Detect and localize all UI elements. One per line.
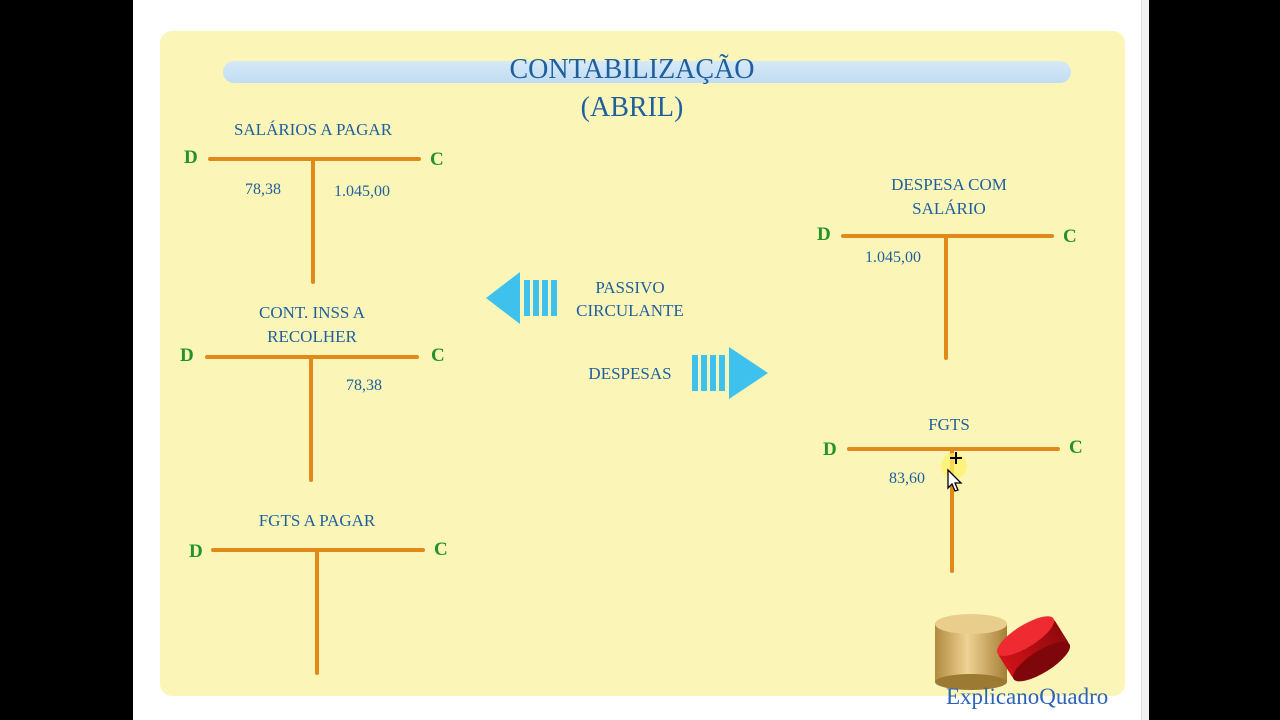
account-label-fgts-a-pagar: FGTS A PAGAR	[258, 511, 376, 530]
credit-letter: C	[1069, 437, 1083, 458]
arrow-left-icon	[484, 270, 564, 326]
debit-letter: D	[817, 224, 831, 245]
logo-cylinder-icon	[930, 608, 1071, 690]
slide	[160, 31, 1125, 696]
credit-value: 1.045,00	[334, 183, 390, 200]
debit-letter: D	[823, 439, 837, 460]
account-label-inss-line1: CONT. INSS A	[259, 303, 365, 322]
title-bar	[223, 61, 1071, 83]
debit-letter: D	[184, 147, 198, 168]
account-label-inss-line2: RECOLHER	[267, 327, 357, 346]
t-account-vertical	[944, 236, 948, 360]
t-account-vertical	[309, 357, 313, 482]
credit-value: 78,38	[346, 377, 382, 394]
account-label-despesa-line1: DESPESA COM	[891, 175, 1007, 194]
arrow-right-icon	[690, 345, 770, 401]
legend-passivo-line1: PASSIVO	[595, 278, 665, 297]
account-label-despesa-line2: SALÁRIO	[912, 199, 986, 218]
mouse-cursor-icon	[936, 444, 976, 494]
credit-letter: C	[430, 149, 444, 170]
t-account-vertical	[315, 550, 319, 675]
debit-letter: D	[189, 541, 203, 562]
debit-letter: D	[180, 345, 194, 366]
credit-letter: C	[434, 539, 448, 560]
right-scroll-strip[interactable]	[1141, 0, 1149, 720]
t-account-vertical	[950, 449, 954, 573]
legend-passivo-line2: CIRCULANTE	[576, 301, 684, 320]
debit-value: 1.045,00	[865, 249, 921, 266]
debit-value: 78,38	[245, 181, 281, 198]
title-line1: CONTABILIZAÇÃO	[509, 54, 755, 85]
credit-letter: C	[1063, 226, 1077, 247]
account-label-salarios-a-pagar: SALÁRIOS A PAGAR	[233, 120, 393, 139]
t-account-vertical	[311, 159, 315, 284]
debit-value: 83,60	[889, 470, 925, 487]
credit-letter: C	[431, 345, 445, 366]
account-label-fgts: FGTS	[928, 415, 970, 434]
watermark-text: ExplicanoQuadro	[946, 684, 1109, 709]
legend-despesas: DESPESAS	[588, 364, 672, 383]
title-line2: (ABRIL)	[580, 92, 684, 123]
